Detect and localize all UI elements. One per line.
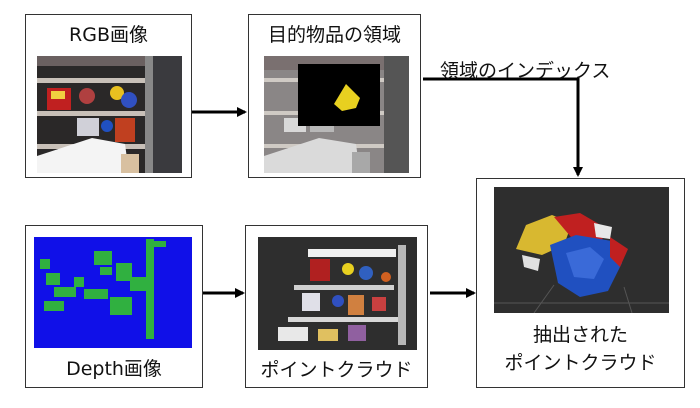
rgb-image-box: RGB画像 <box>25 14 192 178</box>
extracted-point-cloud-image <box>494 187 669 313</box>
target-region-image <box>264 56 409 173</box>
depth-image-box: Depth画像 <box>25 225 203 388</box>
target-region-box: 目的物品の領域 <box>248 14 421 178</box>
point-cloud-image <box>258 237 417 350</box>
extracted-point-cloud-label-line2: ポイントクラウド <box>504 352 657 374</box>
depth-image-label: Depth画像 <box>66 358 162 380</box>
edge-label-region-index: 領域のインデックス <box>440 60 611 82</box>
arrow-target-to-extracted <box>423 77 583 177</box>
rgb-image <box>37 56 182 173</box>
depth-image <box>34 237 192 348</box>
rgb-image-label: RGB画像 <box>69 24 148 46</box>
point-cloud-box: ポイントクラウド <box>245 225 428 388</box>
target-region-label: 目的物品の領域 <box>267 24 401 46</box>
extracted-point-cloud-box: 抽出された ポイントクラウド <box>476 178 685 388</box>
point-cloud-label: ポイントクラウド <box>260 359 413 381</box>
extracted-point-cloud-label-line1: 抽出された <box>532 324 628 346</box>
